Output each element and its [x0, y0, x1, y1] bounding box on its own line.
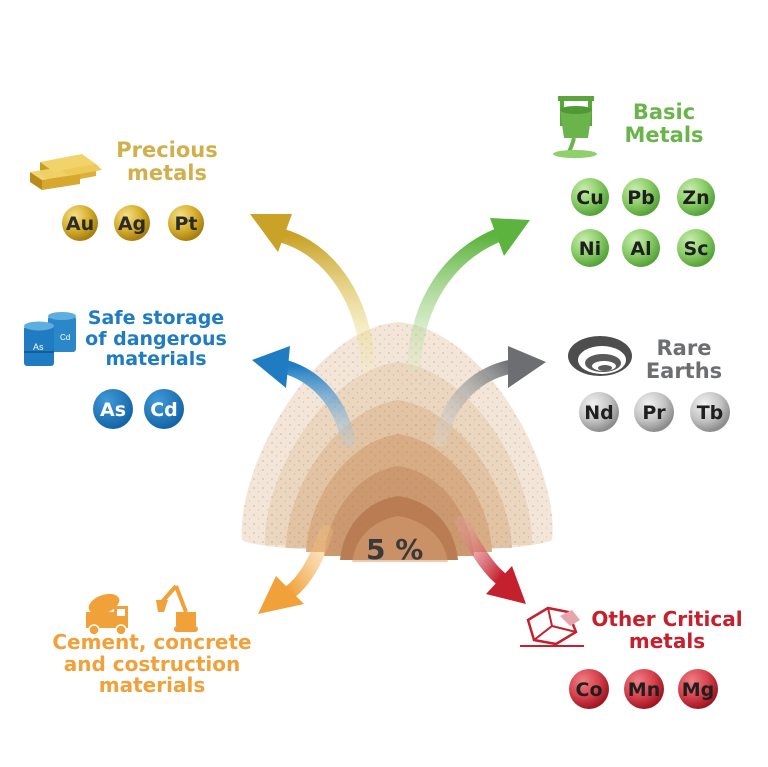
rare-title-line-1: Rare	[656, 336, 712, 360]
critical-element-badge	[569, 669, 609, 709]
element-symbol-pr: Pr	[642, 402, 666, 424]
rare-element-badge	[579, 392, 619, 432]
storage-title-line-3: materials	[105, 348, 207, 371]
element-symbol-as: As	[100, 399, 126, 421]
critical-title-line-1: Other Critical	[591, 607, 743, 631]
precious-element-badge	[114, 205, 150, 241]
basic-metals-title: Basic Metals	[612, 101, 716, 146]
element-symbol-cd: Cd	[150, 399, 178, 421]
element-symbol-co: Co	[576, 679, 603, 701]
precious-title-line-2: metals	[126, 160, 208, 185]
element-symbol-sc: Sc	[684, 238, 709, 260]
critical-element-badge	[624, 669, 664, 709]
precious-title-line-1: Precious	[116, 138, 218, 162]
crystal-icon	[520, 606, 584, 647]
basic-element-badge	[677, 178, 715, 216]
precious-metals-title: Precious metals	[112, 139, 222, 184]
element-symbol-mn: Mn	[628, 679, 660, 701]
critical-metals-title: Other Critical metals	[586, 607, 748, 653]
rare-title-line-2: Earths	[645, 358, 723, 383]
storage-title-line-2: of dangerous	[85, 327, 227, 350]
rare-earths-title: Rare Earths	[636, 337, 732, 382]
storage-element-badge	[144, 389, 184, 429]
cement-title-line-3: materials	[98, 673, 206, 698]
rare-element-badge	[634, 392, 674, 432]
mine-pit-icon	[568, 336, 632, 376]
basic-title-line-2: Metals	[624, 122, 704, 147]
element-symbol-au: Au	[66, 213, 94, 235]
element-symbol-pt: Pt	[174, 213, 197, 235]
basic-title-line-1: Basic	[632, 100, 696, 124]
element-symbol-nd: Nd	[584, 402, 614, 424]
construction-vehicles-icon	[86, 584, 198, 636]
precious-element-badge	[168, 205, 204, 241]
element-symbol-al: Al	[630, 238, 651, 260]
element-symbol-mg: Mg	[682, 679, 715, 701]
basic-element-badge	[571, 178, 609, 216]
basic-element-badge	[622, 178, 660, 216]
barrels-icon: As Cd	[24, 312, 76, 366]
arrow-to-rare	[433, 346, 546, 447]
arrow-to-storage	[252, 346, 355, 447]
arrow-to-critical	[455, 515, 526, 604]
cement-title-line-1: Cement, concrete	[52, 630, 252, 654]
element-symbol-cu: Cu	[576, 187, 603, 209]
basic-element-badge	[622, 229, 660, 267]
barrel-label-cd: Cd	[60, 333, 70, 342]
arrow-to-precious	[250, 214, 375, 373]
element-symbol-tb: Tb	[697, 402, 724, 424]
element-symbol-ag: Ag	[118, 213, 146, 235]
critical-title-line-2: metals	[628, 628, 706, 653]
element-symbol-zn: Zn	[682, 187, 709, 209]
rare-element-badge	[690, 392, 730, 432]
safe-storage-title: Safe storage of dangerous materials	[84, 308, 228, 370]
storage-title-line-1: Safe storage	[87, 307, 225, 329]
cement-title: Cement, concrete and costruction materia…	[50, 630, 254, 698]
element-symbol-pb: Pb	[627, 187, 655, 209]
ladle-pour-icon	[553, 96, 597, 158]
basic-element-badge	[571, 229, 609, 267]
element-symbol-ni: Ni	[579, 238, 601, 260]
precious-element-badge	[62, 205, 98, 241]
center-percentage: 5 %	[366, 533, 424, 566]
cement-title-line-2: and costruction	[63, 651, 241, 676]
barrel-label-as: As	[33, 342, 44, 352]
storage-element-badge	[93, 389, 133, 429]
arrow-to-basic	[407, 218, 530, 371]
basic-element-badge	[677, 229, 715, 267]
arrow-to-cement	[258, 525, 333, 614]
critical-element-badge	[678, 669, 718, 709]
gold-bars-icon	[30, 154, 102, 190]
